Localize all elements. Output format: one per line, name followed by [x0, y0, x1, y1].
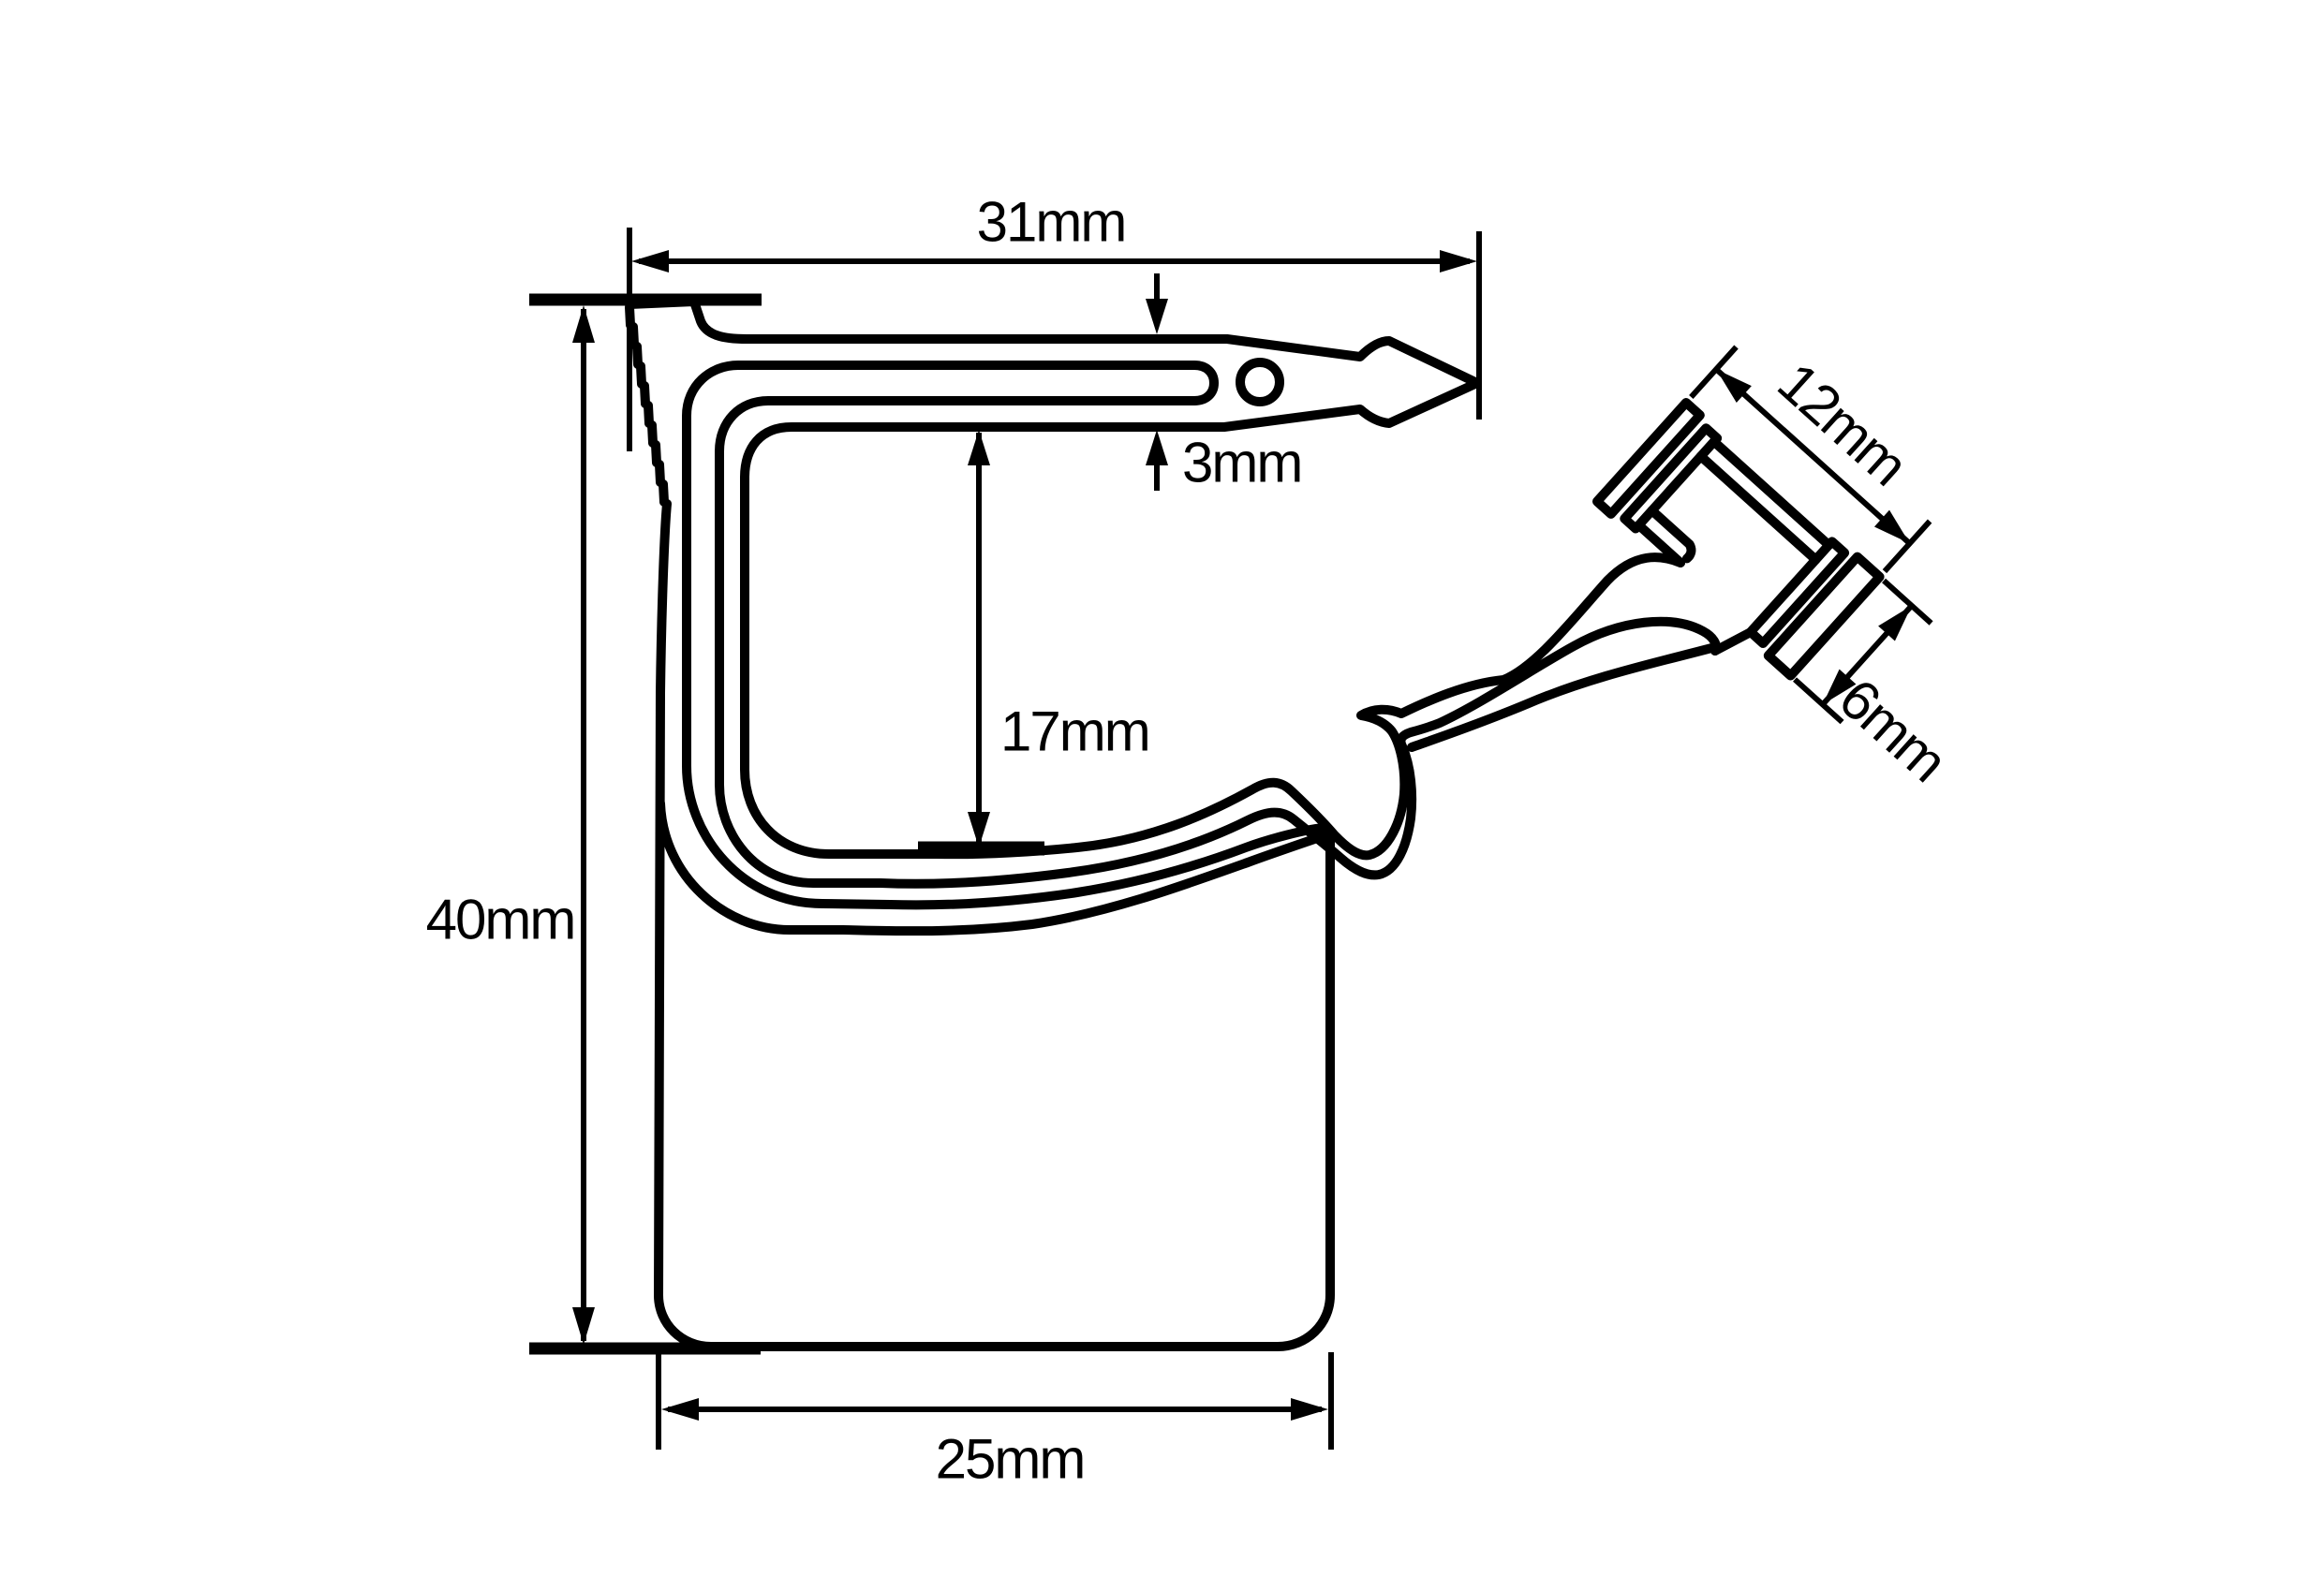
- arrowhead-down: [572, 1307, 595, 1345]
- dimension-connector-width: 6mm: [1793, 578, 1958, 793]
- arrowhead-down: [1146, 299, 1168, 334]
- arrowhead-left: [661, 1398, 699, 1421]
- connector-end-cap-right: [1763, 552, 1885, 681]
- dimension-label-12mm: 12mm: [1766, 350, 1918, 496]
- arrowhead-up: [1146, 430, 1168, 465]
- arrowhead-top: [1878, 605, 1912, 641]
- arrowhead-up: [968, 430, 990, 465]
- arrowhead-left: [631, 250, 669, 273]
- flag-tag-outline: [625, 302, 1335, 1351]
- connector-end-cap-left: [1591, 398, 1705, 519]
- dimension-label-3mm: 3mm: [1182, 432, 1301, 494]
- arrowhead-bottom: [1822, 669, 1857, 705]
- extension-line: [1882, 578, 1933, 626]
- arrowhead-down: [968, 812, 990, 847]
- extension-line: [1689, 345, 1739, 400]
- pin-hole: [1236, 358, 1284, 406]
- dimension-label-25mm: 25mm: [936, 1428, 1085, 1491]
- connector-body-top-edge: [1709, 436, 1834, 551]
- connector-body-bottom-edge: [1634, 520, 1686, 567]
- connector-funnel-edge: [1710, 627, 1755, 656]
- connector-inner-wall-top: [1695, 451, 1821, 565]
- connector-inner-wall-bottom: [1647, 506, 1696, 564]
- arrowhead-left: [1716, 369, 1752, 404]
- dimension-line: [1714, 367, 1912, 546]
- dimension-tag-width: 25mm: [656, 1352, 1334, 1491]
- dimension-label-31mm: 31mm: [977, 191, 1126, 254]
- arrowhead-right: [1291, 1398, 1328, 1421]
- dimension-label-40mm: 40mm: [426, 889, 575, 951]
- inner-strip-lower-outline: [715, 396, 1721, 889]
- connector-funnel-lip: [1407, 642, 1720, 752]
- extension-line: [1882, 519, 1932, 574]
- arrowhead-right: [1873, 509, 1910, 544]
- inner-strip-upper-outline: [656, 361, 1330, 936]
- arrowhead-right: [1440, 250, 1477, 273]
- locking-connector: 12mm 6mm: [1591, 345, 1958, 793]
- dimension-connector-length: 12mm: [1689, 345, 1932, 574]
- dimension-loop-inner-height: 17mm: [918, 430, 1151, 856]
- arrowhead-up: [572, 305, 595, 343]
- dimension-overall-height: 40mm: [426, 293, 762, 1355]
- dimension-pin-thickness: 3mm: [1146, 273, 1303, 494]
- dimension-label-17mm: 17mm: [1000, 700, 1149, 763]
- dimension-top-width: 31mm: [627, 191, 1482, 451]
- connector-rib-left: [1620, 423, 1723, 534]
- connector-rib-right: [1745, 537, 1850, 648]
- pin-and-upper-strip-outline: [625, 297, 1685, 861]
- extension-line: [1793, 677, 1844, 725]
